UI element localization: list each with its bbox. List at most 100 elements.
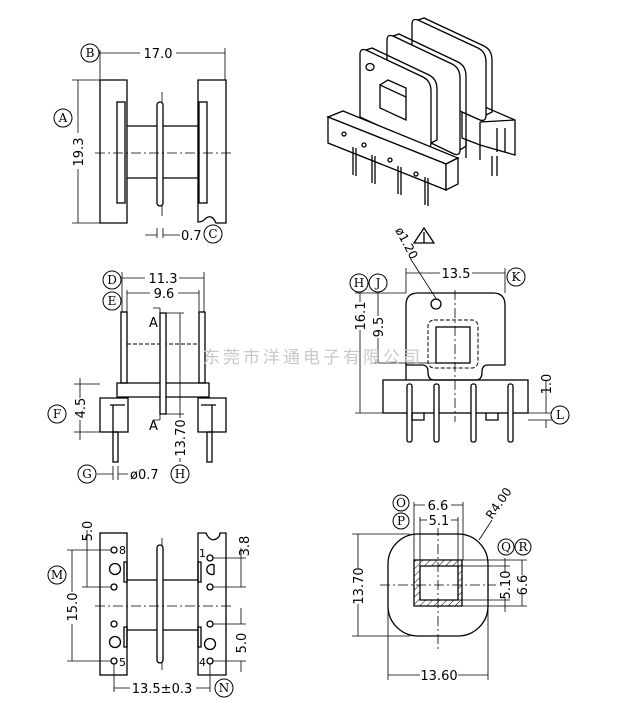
dim-row-span: 15.0 — [66, 593, 81, 622]
base-hole — [361, 142, 367, 148]
bottom-view: 8 5 1 4 15.0 5.0 3.8 5.0 13.5±0.3 M N — [47, 521, 253, 698]
dim-pitch-right-bottom: 5.0 — [235, 633, 250, 654]
callout-o-label: O — [396, 496, 406, 510]
callout-b — [80, 43, 100, 63]
centerlines — [380, 526, 496, 650]
dim-pin-dia: ø0.7 — [130, 468, 159, 483]
right-slot — [198, 101, 208, 204]
callout-c — [203, 224, 223, 244]
base-side — [445, 156, 459, 192]
dim-window-outer-v: 6.6 — [516, 575, 531, 596]
left-flange — [120, 311, 128, 384]
right-flange — [197, 532, 227, 676]
dim-height: 19.3 — [72, 138, 87, 167]
callout-b-label: B — [86, 46, 95, 60]
dim-outer-h: 13.70 — [352, 567, 367, 604]
flange-outline — [405, 292, 506, 381]
callout-d-label: D — [107, 273, 117, 287]
left-slot — [116, 101, 126, 204]
dim-pitch-right-top: 3.8 — [238, 536, 253, 557]
warning-triangle-icon — [412, 226, 436, 244]
callout-h-label: H — [175, 467, 185, 481]
dim-window-outer: 6.6 — [428, 499, 449, 514]
core-window — [379, 83, 407, 122]
back-flange-edge — [417, 17, 493, 116]
callout-m — [47, 565, 67, 585]
dim-outer: 11.3 — [149, 272, 178, 287]
dim-window-inner-v: 5.10 — [499, 571, 514, 600]
dim-total: 16.1 — [354, 302, 369, 331]
radius-leader — [478, 519, 493, 541]
pin-4-label: 4 — [199, 656, 206, 669]
dim-window: 9.5 — [372, 317, 387, 338]
section-view: 13.70 13.60 6.6 5.1 R4.00 5.10 6.6 O P Q… — [350, 485, 532, 684]
callout-r-label: R — [518, 540, 528, 554]
isometric-view — [326, 17, 516, 206]
callout-e-label: E — [108, 294, 117, 308]
top-view: 17.0 19.3 0.7 B A C — [53, 43, 231, 244]
left-flange — [99, 79, 128, 224]
callout-h — [349, 273, 369, 293]
back-block-edges — [479, 119, 516, 160]
pin-hole — [430, 298, 442, 310]
callout-a-label: A — [58, 111, 68, 125]
callout-e — [102, 291, 122, 311]
dim-window-inner: 5.1 — [429, 514, 450, 529]
window — [435, 326, 471, 364]
dim-standoff-line — [528, 380, 552, 428]
right-pin-block — [197, 397, 227, 433]
center-plate — [156, 544, 164, 664]
callout-j-label: J — [374, 276, 381, 290]
dim-pitch-left: 5.0 — [81, 521, 96, 542]
dim-plate-line — [145, 228, 180, 238]
callout-a — [53, 108, 73, 128]
callout-h-label: H — [354, 276, 364, 290]
flange-tabs — [123, 561, 202, 648]
callout-c-label: C — [208, 227, 217, 241]
dim-standoff: 1.0 — [540, 374, 555, 395]
left-flange — [99, 532, 128, 676]
callout-h — [170, 464, 190, 484]
base-hole — [413, 171, 419, 177]
callout-f — [47, 404, 67, 424]
base — [382, 379, 529, 414]
right-flange — [197, 79, 227, 224]
callout-r — [514, 538, 532, 556]
base-hole — [341, 131, 347, 137]
pins — [406, 383, 514, 443]
pin-hole — [365, 62, 375, 72]
dim-width: 17.0 — [144, 47, 173, 62]
dim-width: 13.5 — [442, 267, 471, 282]
hole-leader — [409, 257, 438, 301]
watermark: 东莞市洋通电子有限公司 — [203, 348, 423, 368]
dim-radius: R4.00 — [483, 485, 515, 522]
section-arrows — [153, 307, 161, 421]
dim-block: 4.5 — [74, 398, 89, 419]
dim-plate-height: 13.70 — [174, 419, 189, 456]
section-label-bottom: A — [149, 419, 158, 434]
callout-q — [497, 538, 515, 556]
right-pin — [206, 431, 213, 463]
window-hidden — [427, 319, 479, 369]
base — [116, 382, 210, 398]
dim-right-lines — [213, 548, 246, 672]
callout-p-label: P — [397, 514, 405, 528]
callout-f-label: F — [53, 407, 61, 421]
callout-o — [392, 494, 410, 512]
callout-g — [77, 464, 97, 484]
base-hole — [387, 157, 393, 163]
front-view: A A 11.3 9.6 4.5 ø0.7 13.70 D E F G H — [47, 270, 227, 484]
callout-j — [368, 273, 388, 293]
callout-q-label: Q — [501, 540, 511, 554]
pin-8-label: 8 — [119, 544, 126, 557]
pin-5-label: 5 — [119, 656, 126, 669]
left-pin — [112, 431, 119, 463]
callout-n — [214, 678, 234, 698]
dim-row-spacing: 13.5±0.3 — [132, 682, 193, 697]
callout-p — [392, 512, 410, 530]
dim-outer-w: 13.60 — [420, 669, 457, 684]
front-flange-edge — [365, 47, 438, 144]
middle-plate-edge — [392, 33, 467, 151]
dim-inner: 9.6 — [154, 287, 175, 302]
